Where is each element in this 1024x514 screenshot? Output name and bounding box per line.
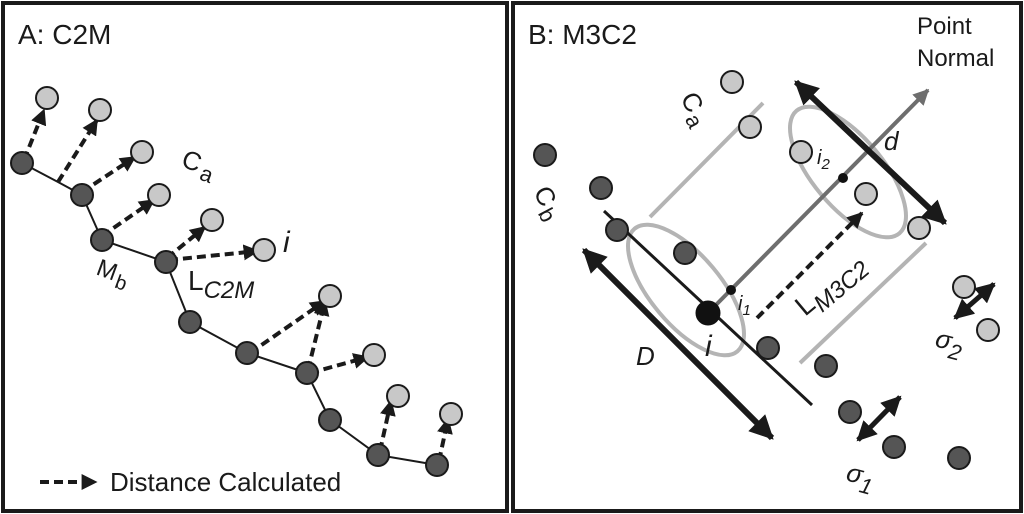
mesh-point xyxy=(70,183,94,207)
mesh-point xyxy=(425,453,449,477)
label-i: i xyxy=(283,226,291,259)
mesh-point xyxy=(295,361,319,385)
panel-a-frame xyxy=(1,1,509,513)
core-point-i xyxy=(695,300,721,326)
label-l-c2m: LC2M xyxy=(188,265,254,304)
sigma1-arrow xyxy=(856,395,902,442)
mesh-point xyxy=(318,408,342,432)
intersection-i2 xyxy=(838,173,848,183)
cloud-point xyxy=(439,402,463,426)
cloud-points-ca xyxy=(720,70,1000,342)
panel-b-frame xyxy=(511,1,1023,513)
mesh-point xyxy=(366,443,390,467)
cloud-point xyxy=(88,98,112,122)
c2m-arrow xyxy=(100,198,156,238)
panel-b: B: M3C2 Point Normal xyxy=(523,13,1000,500)
c2m-arrow xyxy=(80,155,137,194)
cloud-point xyxy=(947,446,971,470)
label-cb: Cb xyxy=(523,181,569,227)
cloud-point xyxy=(605,218,629,242)
c2m-arrow xyxy=(309,353,370,375)
cloud-point xyxy=(838,400,862,424)
label-d-large: D xyxy=(636,341,655,371)
panel-b-title: B: M3C2 xyxy=(528,19,637,50)
projection-cylinder xyxy=(626,101,928,365)
cloud-point xyxy=(952,275,976,299)
cylinder-side-bottom xyxy=(798,241,928,365)
c2m-distance-arrows xyxy=(22,108,453,462)
point-normal-label-line2: Normal xyxy=(917,45,994,72)
mesh-points-mb xyxy=(10,151,449,477)
cloud-point xyxy=(533,143,557,167)
panel-a-title: A: C2M xyxy=(18,19,111,50)
mesh-point xyxy=(154,250,178,274)
cloud-point xyxy=(362,343,386,367)
cloud-point-i xyxy=(252,238,276,262)
cloud-point xyxy=(720,70,744,94)
cloud-points-ca xyxy=(35,86,463,426)
d-depth-arrow xyxy=(793,79,948,226)
label-l-m3c2: LM3C2 xyxy=(789,247,875,328)
mesh-polyline-mb xyxy=(21,162,438,466)
cloud-point xyxy=(589,176,613,200)
mesh-point xyxy=(178,310,202,334)
point-normal-label-line1: Point xyxy=(917,13,972,40)
cloud-point xyxy=(976,318,1000,342)
cloud-points-cb xyxy=(533,143,971,470)
cloud-point xyxy=(130,140,154,164)
cloud-point xyxy=(386,384,410,408)
c2m-arrow xyxy=(306,299,330,371)
label-d-small: d xyxy=(884,126,900,156)
panel-a: A: C2M xyxy=(10,19,463,497)
mesh-point xyxy=(10,151,34,175)
intersection-i1 xyxy=(726,285,736,295)
cloud-point xyxy=(147,183,171,207)
cloud-point xyxy=(200,208,224,232)
cloud-point xyxy=(318,284,342,308)
label-mb: Mb xyxy=(91,254,133,295)
c2m-arrow xyxy=(248,299,327,355)
l-m3c2-arrow xyxy=(755,211,864,320)
label-sigma2: σ2 xyxy=(931,323,968,366)
cloud-point xyxy=(907,216,931,240)
c2m-arrow xyxy=(22,108,47,161)
cloud-point xyxy=(35,86,59,110)
c2m-arrow xyxy=(168,244,260,262)
cloud-point xyxy=(882,435,906,459)
cloud-point xyxy=(814,354,838,378)
c2m-arrow xyxy=(56,118,99,184)
cloud-point xyxy=(854,182,878,206)
legend-label: Distance Calculated xyxy=(110,467,341,497)
label-i1: i1 xyxy=(738,293,751,319)
cloud-point xyxy=(738,115,762,139)
label-core-i: i xyxy=(705,330,713,363)
label-ca: Ca xyxy=(670,87,717,133)
d-diameter-arrow xyxy=(581,247,775,441)
label-sigma1: σ1 xyxy=(842,457,879,500)
mesh-point xyxy=(235,341,259,365)
label-i2: i2 xyxy=(817,147,830,173)
sigma2-arrow xyxy=(953,282,996,320)
mesh-point xyxy=(90,228,114,252)
cloud-point xyxy=(789,140,813,164)
cloud-point xyxy=(673,241,697,265)
cloud-point xyxy=(756,336,780,360)
c2m-arrow xyxy=(378,399,396,452)
label-ca: Ca xyxy=(176,143,221,188)
